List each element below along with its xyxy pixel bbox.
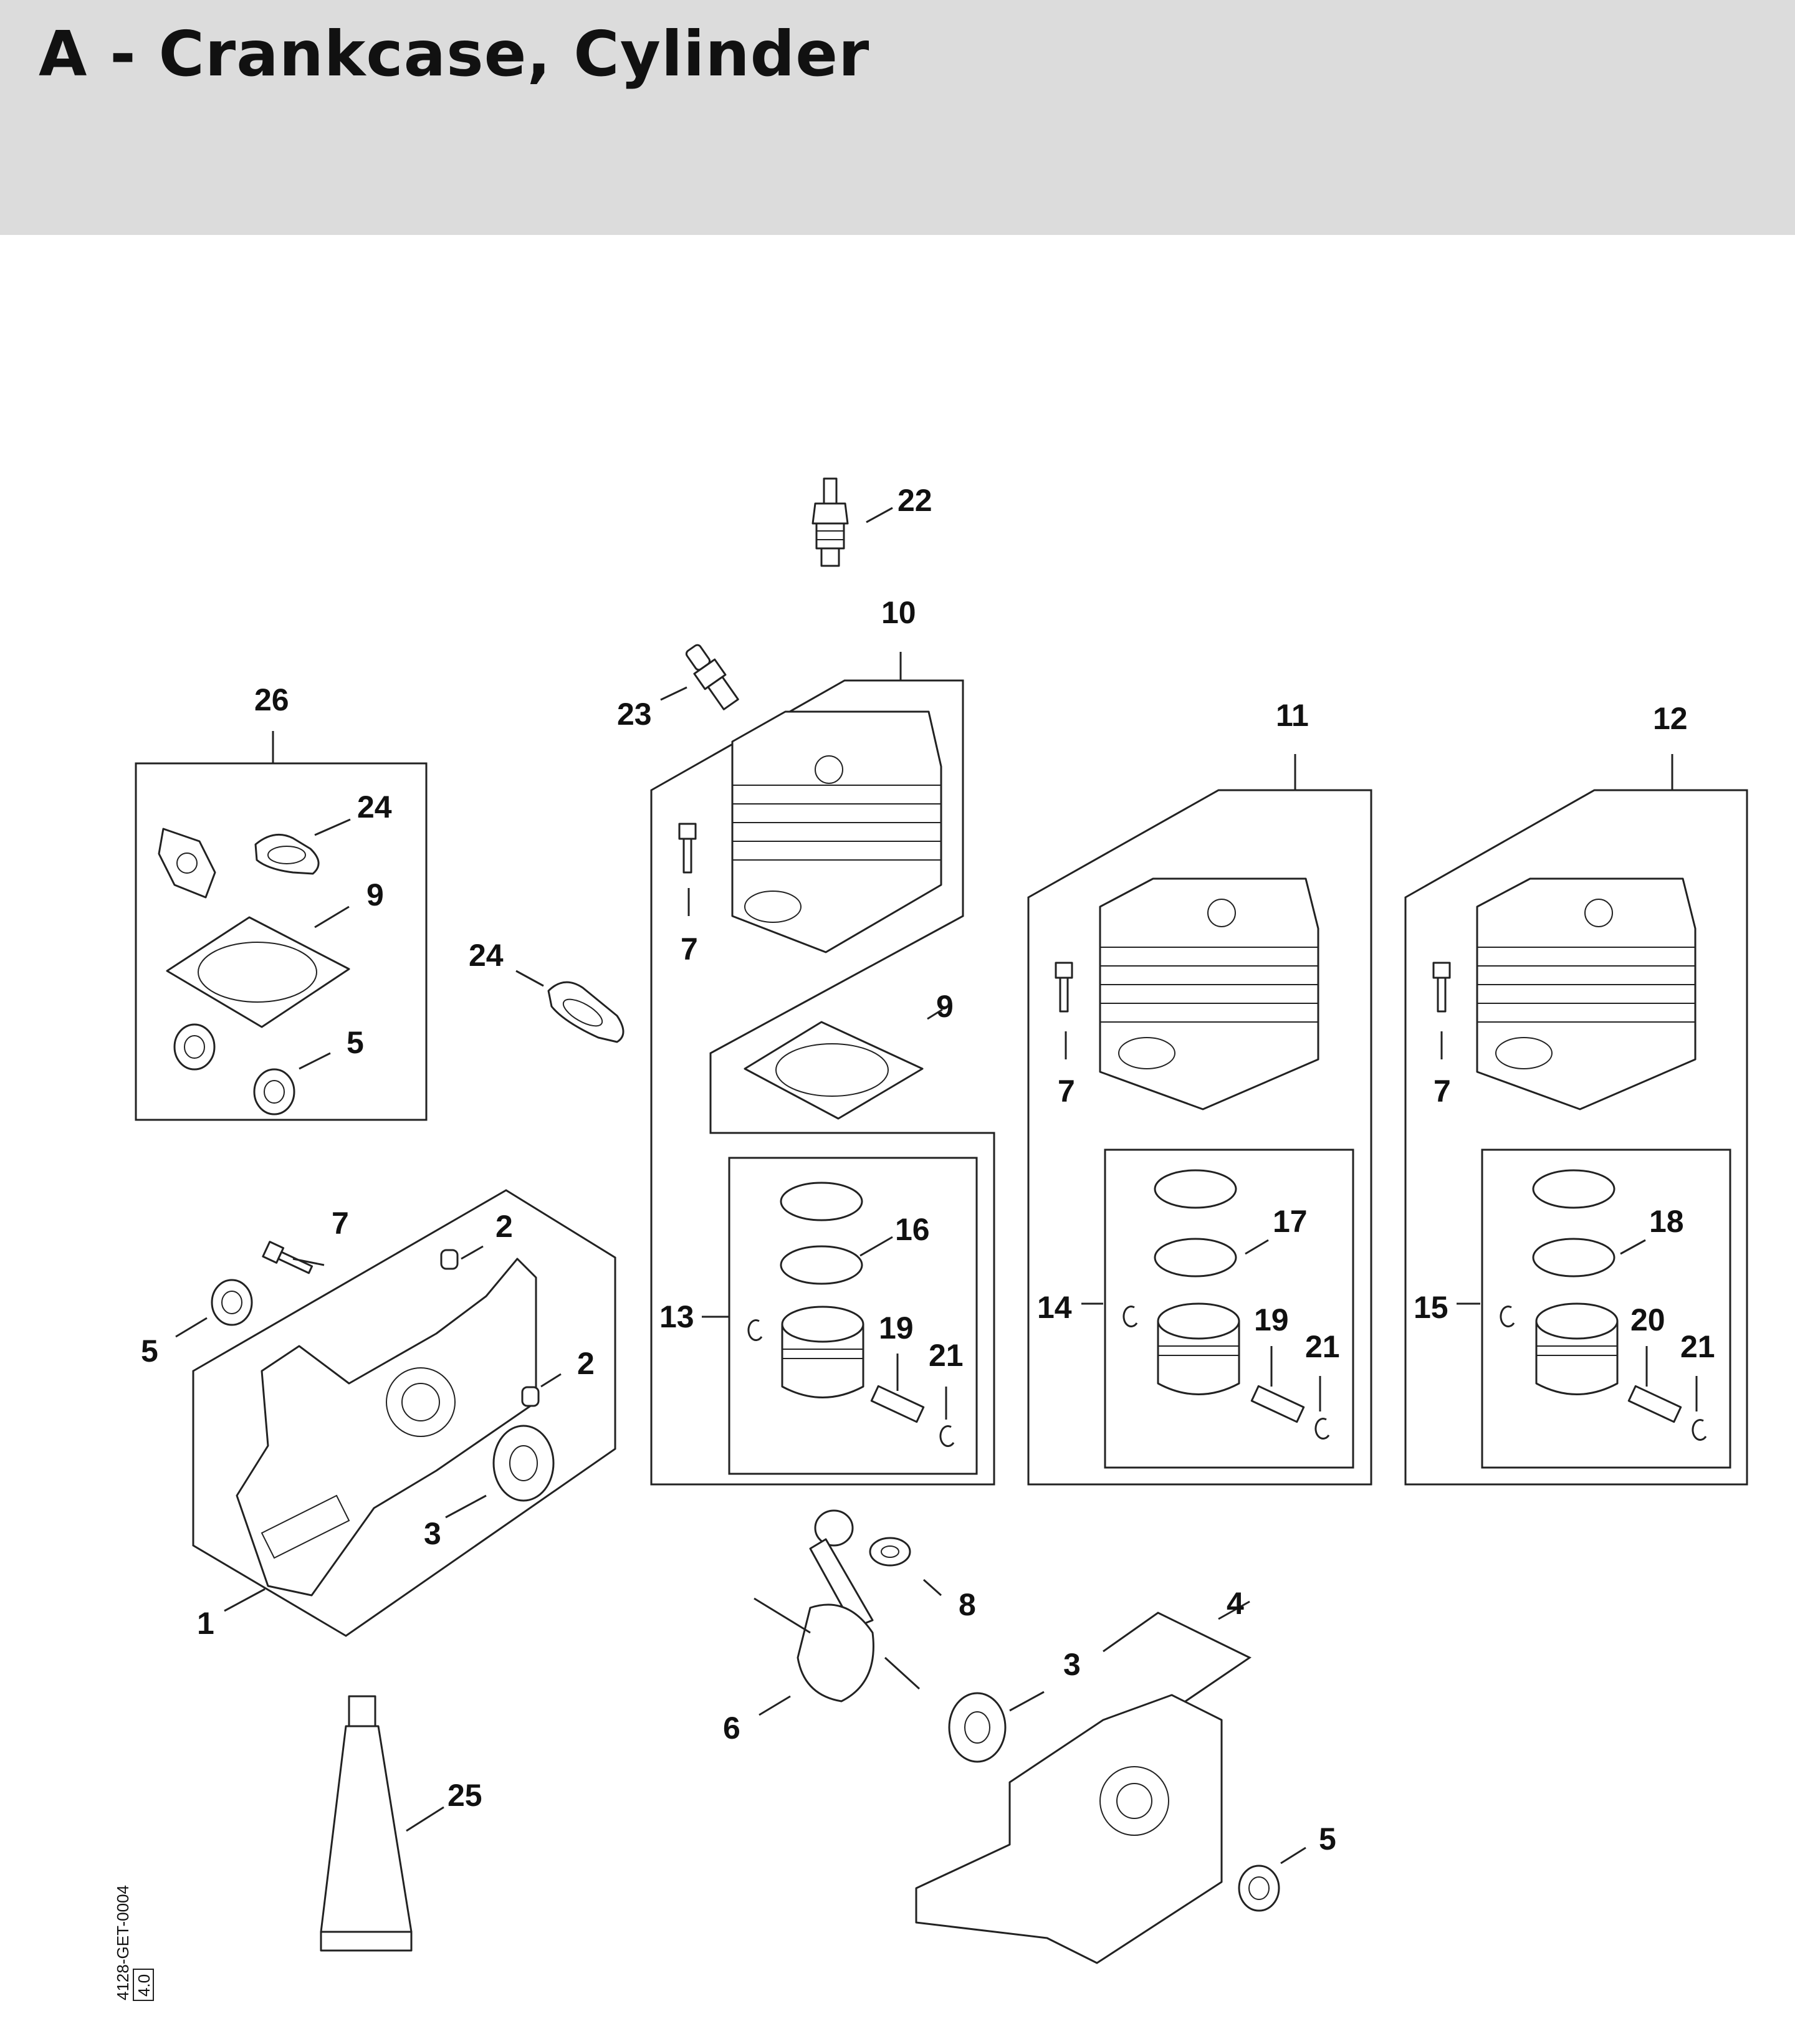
crankshaft-icon: [754, 1509, 921, 1703]
label-8: 8: [959, 1587, 976, 1622]
oil-seal-icon: [1238, 1865, 1280, 1912]
piston-icon: [1157, 1302, 1240, 1395]
drawing-number-text: 4128-GET-0004: [113, 1885, 132, 2000]
oil-seal-icon: [211, 1279, 253, 1326]
revision-text: 4.0: [135, 1974, 153, 1997]
label-9: 9: [366, 877, 384, 912]
piston-pin-icon: [1250, 1385, 1305, 1423]
piston-ring-icon: [780, 1182, 863, 1221]
label-21: 21: [1305, 1329, 1340, 1364]
label-20: 20: [1630, 1302, 1665, 1337]
label-7: 7: [1434, 1074, 1451, 1109]
label-7: 7: [1058, 1074, 1075, 1109]
cylinder-base-gasket-icon: [166, 916, 350, 1028]
label-7: 7: [681, 932, 698, 967]
piston-kit-box-15: [1481, 1149, 1731, 1469]
label-24: 24: [469, 938, 504, 973]
spark-plug-icon: [811, 477, 849, 567]
label-6: 6: [723, 1711, 740, 1746]
piston-ring-icon: [1154, 1169, 1237, 1209]
cylinder-icon: [1099, 877, 1319, 1110]
piston-ring-icon: [780, 1245, 863, 1285]
label-25: 25: [448, 1778, 482, 1813]
label-19: 19: [879, 1311, 914, 1345]
label-2: 2: [577, 1346, 595, 1381]
dowel-sleeve-icon: [440, 1249, 459, 1270]
label-22: 22: [897, 483, 932, 518]
label-5: 5: [1319, 1822, 1336, 1856]
label-7: 7: [332, 1206, 349, 1241]
gasket-kit-box: [135, 762, 428, 1121]
label-17: 17: [1273, 1204, 1308, 1239]
label-2: 2: [495, 1209, 513, 1244]
label-1: 1: [197, 1606, 214, 1641]
label-3: 3: [1063, 1647, 1081, 1682]
drawing-number: 4128-GET-0004 4.0: [113, 1885, 154, 2001]
piston-kit-box-14: [1104, 1149, 1354, 1469]
decompression-valve-icon: [685, 644, 739, 710]
label-15: 15: [1414, 1290, 1448, 1325]
label-3: 3: [424, 1516, 441, 1551]
circlip-icon: [1500, 1306, 1515, 1327]
piston-icon: [781, 1306, 864, 1398]
piston-ring-icon: [1532, 1238, 1615, 1278]
piston-ring-icon: [1532, 1169, 1615, 1209]
label-13: 13: [659, 1299, 694, 1334]
dowel-sleeve-icon: [521, 1386, 540, 1407]
crankcase-half-icon: [915, 1694, 1223, 1964]
piston-pin-icon: [870, 1385, 925, 1423]
label-18: 18: [1649, 1204, 1684, 1239]
crankcase-half-icon: [236, 1258, 537, 1597]
oil-seal-icon: [253, 1068, 295, 1115]
screw-icon: [678, 823, 697, 874]
screw-icon: [1055, 962, 1073, 1013]
needle-cage-icon: [869, 1537, 911, 1567]
label-11: 11: [1276, 698, 1309, 733]
ball-bearing-icon: [492, 1425, 555, 1502]
leader-lines: [175, 507, 1698, 1865]
label-19: 19: [1254, 1302, 1289, 1337]
cylinder-base-gasket-icon: [744, 1021, 924, 1120]
label-4: 4: [1227, 1586, 1244, 1621]
crankcase-half-box: [192, 1189, 616, 1637]
label-9: 9: [936, 989, 954, 1024]
ball-bearing-icon: [948, 1692, 1007, 1763]
label-5: 5: [141, 1334, 158, 1368]
label-14: 14: [1037, 1290, 1072, 1325]
label-21: 21: [1680, 1329, 1715, 1364]
screw-icon: [1432, 962, 1451, 1013]
label-10: 10: [881, 595, 916, 630]
cylinder-assembly-box-12: [1404, 789, 1748, 1486]
oil-seal-icon: [173, 1023, 216, 1071]
circlip-icon: [939, 1425, 955, 1447]
label-23: 23: [617, 697, 652, 732]
circlip-icon: [1122, 1306, 1138, 1327]
cylinder-icon: [1476, 877, 1697, 1110]
circlip-icon: [1692, 1419, 1707, 1441]
page-title: A - Crankcase, Cylinder: [39, 17, 870, 90]
cylinder-assembly-box-11: [1027, 789, 1372, 1486]
cylinder-assembly-box-10: [650, 679, 995, 1486]
label-24: 24: [357, 790, 392, 824]
gasket-hole: [176, 852, 198, 874]
piston-ring-icon: [1154, 1238, 1237, 1278]
exhaust-gasket-icon: [547, 981, 625, 1043]
piston-icon: [1535, 1302, 1619, 1395]
cylinder-icon: [731, 710, 942, 953]
exhaust-gasket-icon: [254, 833, 320, 875]
screw-icon: [262, 1241, 314, 1274]
circlip-icon: [747, 1319, 763, 1341]
sealant-tube-icon: [320, 1695, 413, 1952]
crankcase-kit-box-4: [1103, 1612, 1252, 1712]
page-header: A - Crankcase, Cylinder: [0, 0, 1795, 235]
label-12: 12: [1653, 701, 1688, 736]
label-16: 16: [895, 1212, 930, 1247]
label-21: 21: [929, 1338, 964, 1373]
carburetor-gasket-icon: [158, 828, 216, 899]
label-5: 5: [347, 1025, 364, 1060]
label-26: 26: [254, 682, 289, 717]
piston-pin-icon: [1627, 1385, 1682, 1423]
circlip-icon: [1314, 1418, 1330, 1440]
